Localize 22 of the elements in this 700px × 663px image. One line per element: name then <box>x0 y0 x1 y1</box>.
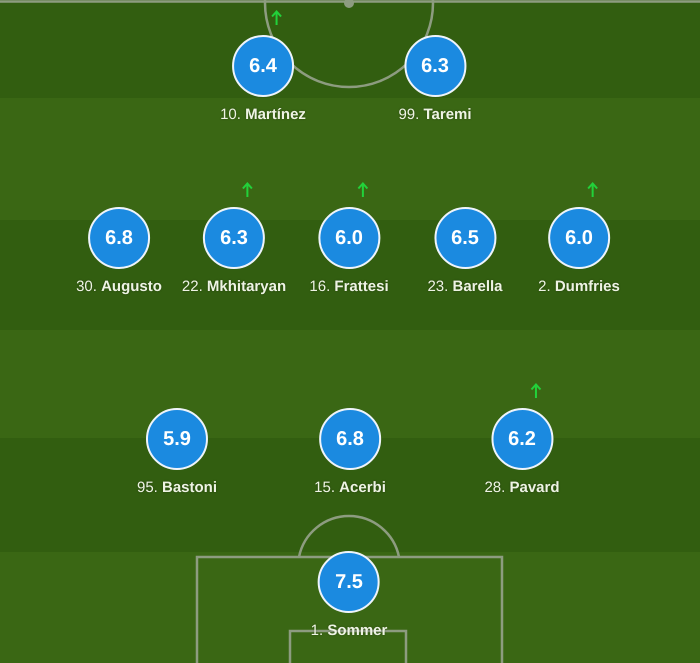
rating-circle: 6.8 <box>88 207 150 269</box>
player-name: 22. Mkhitaryan <box>182 278 286 296</box>
rating-circle: 6.5 <box>434 207 496 269</box>
player-name: 99. Taremi <box>398 106 472 124</box>
rating-circle: 6.4 <box>232 35 294 97</box>
rating-circle: 6.3 <box>203 207 265 269</box>
rating-circle: 5.9 <box>146 408 208 470</box>
player-name: 2. Dumfries <box>538 278 620 296</box>
player-name: 28. Pavard <box>484 479 560 497</box>
player-name: 10. Martínez <box>220 106 306 124</box>
player-name: 16. Frattesi <box>309 278 389 296</box>
player-name: 1. Sommer <box>310 622 388 640</box>
rating-circle: 6.8 <box>319 408 381 470</box>
player-name: 23. Barella <box>427 278 503 296</box>
rating-circle: 6.2 <box>491 408 553 470</box>
player-name: 95. Bastoni <box>136 479 218 497</box>
player-name: 15. Acerbi <box>314 479 386 497</box>
rating-circle: 6.0 <box>548 207 610 269</box>
player-name: 30. Augusto <box>76 278 162 296</box>
rating-circle: 7.5 <box>318 551 380 613</box>
rating-circle: 6.3 <box>404 35 466 97</box>
rating-circle: 6.0 <box>318 207 380 269</box>
